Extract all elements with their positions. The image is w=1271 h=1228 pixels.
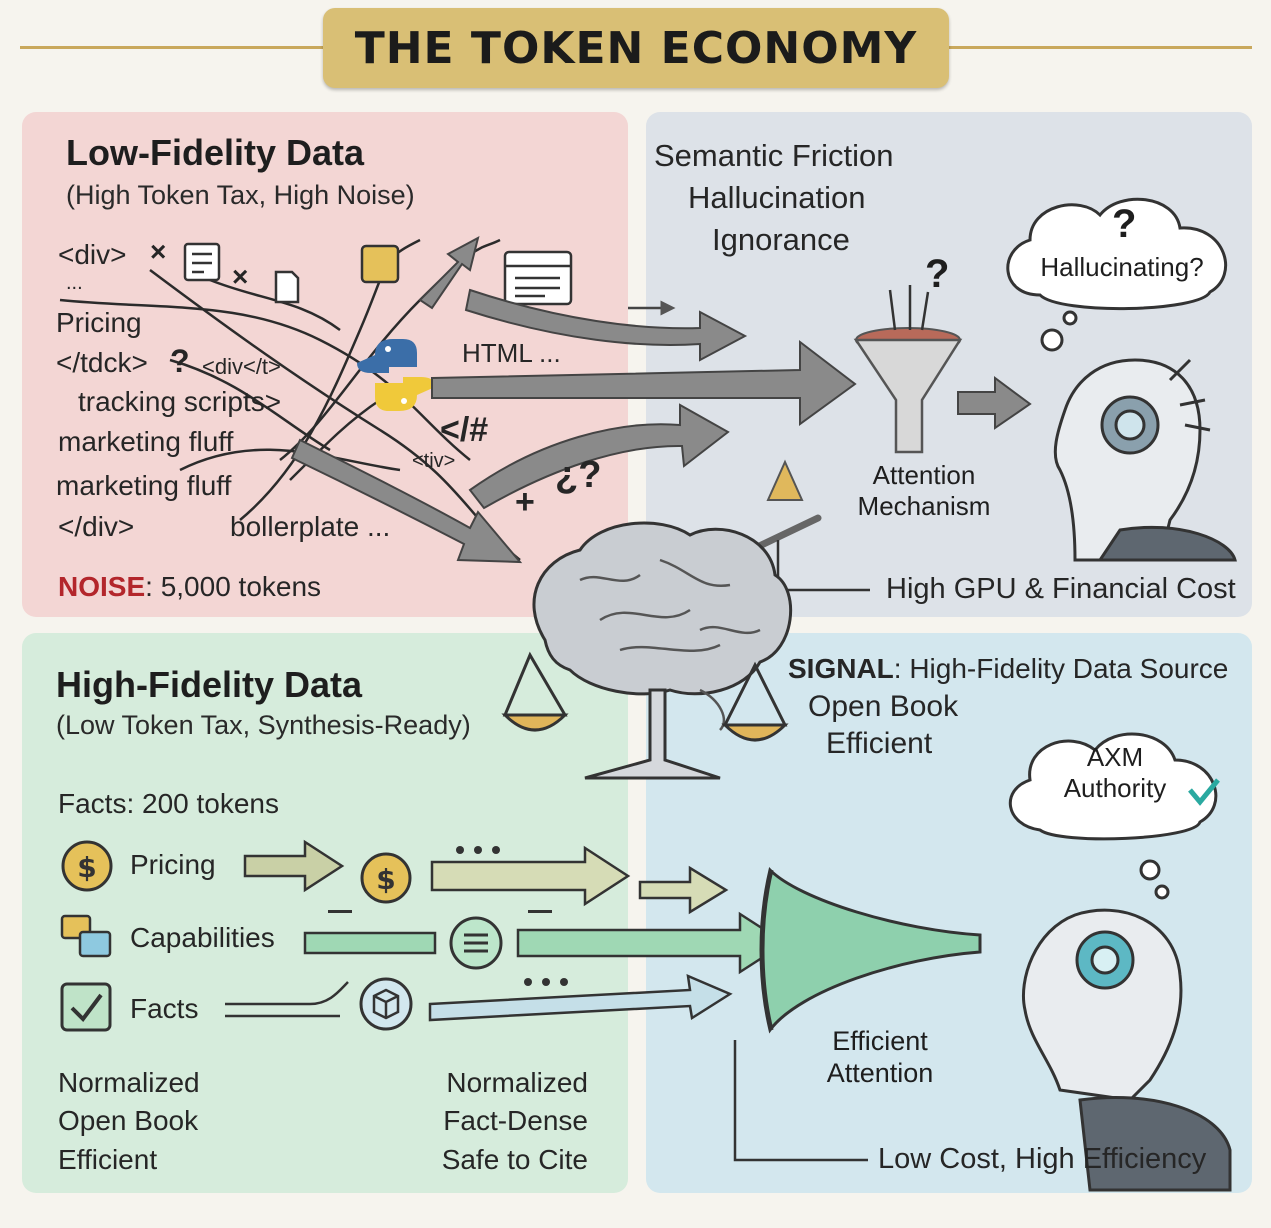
low-cost-label: Low Cost, High Efficiency (878, 1143, 1207, 1175)
hallucination-thought-bubble (1006, 197, 1228, 352)
snippet-tiv: <tiv> (412, 450, 456, 472)
right-prop-safe-to-cite: Safe to Cite (441, 1143, 588, 1175)
chat-icon (60, 914, 112, 958)
left-properties: Normalized Open Book Efficient (58, 1064, 200, 1179)
right-prop-fact-dense: Fact-Dense (443, 1105, 588, 1137)
x-mark: × (150, 236, 167, 267)
efficiency-connector (733, 1040, 868, 1162)
question-mark: ? (925, 252, 950, 296)
low-fidelity-heading: Low-Fidelity Data (66, 132, 365, 173)
high-fidelity-heading: High-Fidelity Data (56, 664, 363, 705)
megaphone-icon (759, 867, 982, 1034)
list-circle-icon (449, 916, 503, 970)
snippet-question: ? (170, 343, 190, 379)
efficient-attention-line1: Efficient (832, 1026, 928, 1056)
question-mark: ? (1112, 202, 1137, 246)
checkbox-icon (60, 982, 112, 1032)
snippet-html: HTML ... (462, 338, 561, 368)
title-banner: THE TOKEN ECONOMY (323, 8, 949, 88)
authority-text: Authority (1063, 773, 1167, 804)
snippet-pricing: Pricing (56, 307, 142, 338)
signal-efficient: Efficient (826, 727, 933, 760)
attention-label-line2: Mechanism (857, 491, 991, 522)
title-rule-right (949, 46, 1252, 49)
right-prop-normalized: Normalized (446, 1067, 588, 1098)
low-fidelity-subheading: (High Token Tax, High Noise) (66, 180, 415, 210)
problem-semantic-friction: Semantic Friction (654, 138, 894, 173)
signal-word: SIGNAL (788, 653, 894, 684)
signal-open-book: Open Book (808, 690, 959, 723)
facts-count: Facts: 200 tokens (58, 788, 280, 819)
high-cost-label: High GPU & Financial Cost (886, 573, 1236, 605)
snippet-tdck: </tdck> (56, 347, 148, 378)
title-rule-left (20, 46, 323, 49)
problem-hallucination: Hallucination (688, 180, 866, 215)
snippet-ellipsis: ... (66, 272, 83, 294)
noise-label: NOISE (58, 571, 146, 602)
page-title: THE TOKEN ECONOMY (354, 22, 918, 74)
scale-icon (501, 651, 789, 780)
checkmark-icon (1188, 778, 1220, 806)
left-prop-normalized: Normalized (58, 1067, 200, 1098)
hallucinating-bubble-text: Hallucinating? (1040, 252, 1204, 282)
plus-mark: + (515, 483, 535, 521)
svg-text:$: $ (376, 863, 395, 896)
noise-value: : 5,000 tokens (145, 571, 322, 602)
high-fidelity-subheading: (Low Token Tax, Synthesis-Ready) (56, 710, 471, 740)
right-properties: Normalized Fact-Dense Safe to Cite (428, 1064, 588, 1179)
snippet-div-t: <div</t> (202, 354, 281, 379)
robot-head-icon (1021, 908, 1232, 1192)
browser-window-icon (503, 250, 573, 306)
row-capabilities-label: Capabilities (130, 922, 275, 953)
authority-thought-bubble (1008, 732, 1218, 900)
row-facts-label: Facts (130, 993, 199, 1024)
snippet-boilerplate: bollerplate ... (230, 511, 391, 542)
signal-source: : High-Fidelity Data Source (893, 653, 1229, 684)
row-pricing-label: Pricing (130, 849, 216, 880)
robot-head-icon (1053, 358, 1237, 562)
snippet-close-div: </div> (58, 511, 135, 542)
low-fidelity-panel (22, 112, 628, 617)
dollar-icon: $ $ (61, 840, 412, 904)
signal-label: SIGNAL: High-Fidelity Data Source (788, 650, 1228, 688)
snippet-hash: </# (440, 411, 489, 449)
snippet-marketing-2: marketing fluff (56, 470, 232, 501)
svg-text:$: $ (77, 851, 96, 884)
python-logo-icon (357, 339, 435, 411)
noise-count: NOISE: 5,000 tokens (58, 568, 321, 606)
dots-markers (328, 846, 568, 986)
efficient-attention-line2: Attention (826, 1058, 934, 1089)
axm-text: AXM (1086, 742, 1144, 772)
snippet-div: <div> (58, 239, 127, 270)
snippet-marketing-1: marketing fluff (58, 426, 234, 457)
cost-connector (776, 540, 870, 592)
funnel-icon (853, 285, 963, 454)
snippet-tracking: tracking scripts> (78, 386, 282, 417)
brain-icon (532, 521, 793, 731)
signal-flow-arrows (225, 839, 788, 1022)
x-mark: × (232, 261, 249, 292)
left-prop-efficient: Efficient (58, 1143, 158, 1175)
problem-ignorance: Ignorance (712, 222, 850, 257)
snippet-inverted-question: ¿? (555, 454, 602, 496)
left-prop-open-book: Open Book (58, 1105, 199, 1137)
document-icon (183, 242, 400, 304)
cube-icon (359, 977, 413, 1031)
noise-flow-arrows (290, 236, 1032, 564)
attention-label-line1: Attention (872, 460, 976, 490)
